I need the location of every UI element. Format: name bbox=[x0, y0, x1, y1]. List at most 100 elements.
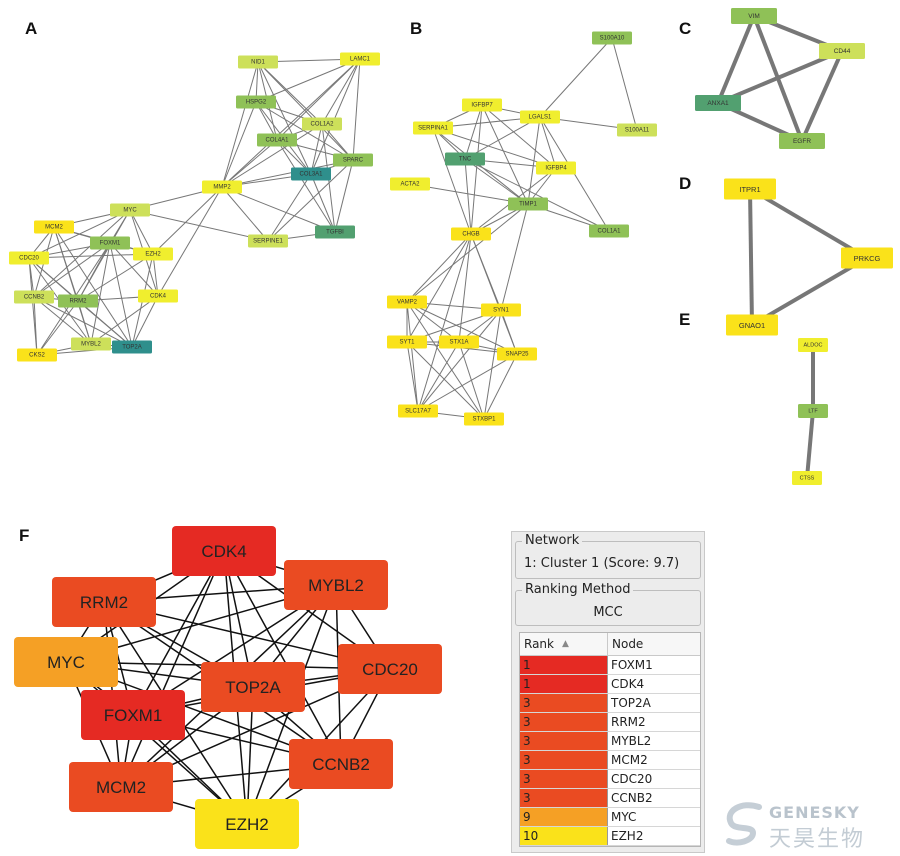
node-box-foxm1 bbox=[81, 690, 185, 740]
node-box-tgfbi bbox=[315, 225, 355, 239]
node-box-serpine1 bbox=[248, 234, 288, 248]
node-syt1: SYT1 bbox=[387, 335, 427, 349]
edge-foxm1-top2a bbox=[109, 242, 133, 348]
node-cell: CDC20 bbox=[608, 770, 700, 788]
node-mmp2: MMP2 bbox=[202, 180, 242, 194]
node-box-col1a1 bbox=[589, 224, 629, 238]
node-box-ezh2 bbox=[133, 247, 173, 261]
node-myc: MYC bbox=[110, 203, 150, 217]
logo-text-en: GENESKY bbox=[769, 803, 860, 822]
node-cell: MCM2 bbox=[608, 751, 700, 769]
node-box-cdc20 bbox=[338, 644, 442, 694]
edge-cdk4-top2a bbox=[131, 295, 159, 348]
node-sparc: SPARC bbox=[333, 153, 373, 167]
node-mcm2: MCM2 bbox=[34, 220, 74, 234]
node-hspg2: HSPG2 bbox=[236, 95, 276, 109]
node-box-igfbp4 bbox=[536, 161, 576, 175]
node-box-aldoc bbox=[798, 338, 828, 352]
node-box-myc bbox=[14, 637, 118, 687]
edge-tnc-col1a1 bbox=[464, 158, 610, 232]
rank-cell: 3 bbox=[520, 789, 608, 807]
node-gnao1: GNAO1 bbox=[726, 314, 778, 336]
node-label-mcm2: MCM2 bbox=[45, 225, 63, 231]
node-col1a2: COL1A2 bbox=[302, 117, 342, 131]
panel-label-b: B bbox=[410, 19, 422, 38]
edge-vamp2-stx1a bbox=[406, 301, 460, 343]
network-f: CDK4RRM2MYBL2MYCTOP2ACDC20FOXM1CCNB2MCM2… bbox=[14, 526, 442, 849]
node-label-foxm1: FOXM1 bbox=[104, 706, 163, 725]
panel-label-d: D bbox=[679, 174, 691, 193]
node-cdk4: CDK4 bbox=[138, 289, 178, 303]
edge-tnc-timp1 bbox=[464, 158, 529, 205]
node-box-mybl2 bbox=[71, 337, 111, 351]
network-c-edges bbox=[716, 14, 844, 143]
node-box-syn1 bbox=[481, 303, 521, 317]
node-cell: EZH2 bbox=[608, 827, 700, 845]
node-box-cks2 bbox=[17, 348, 57, 362]
node-column-header[interactable]: Node bbox=[608, 633, 700, 655]
node-ltf: LTF bbox=[798, 404, 828, 418]
node-label-vamp2: VAMP2 bbox=[397, 300, 418, 306]
node-label-nid1: NID1 bbox=[251, 60, 265, 66]
edge-cdk4-mybl2 bbox=[90, 295, 159, 345]
edge-col4a1-tgfbi bbox=[276, 139, 336, 233]
node-rrm2: RRM2 bbox=[58, 294, 98, 308]
node-aldoc: ALDOC bbox=[798, 338, 828, 352]
node-egfr: EGFR bbox=[779, 133, 825, 149]
node-acta2: ACTA2 bbox=[390, 177, 430, 191]
node-box-top2a bbox=[201, 662, 305, 712]
node-label-lgals1: LGALS1 bbox=[529, 115, 552, 121]
node-box-nid1 bbox=[238, 55, 278, 69]
panel-label-f: F bbox=[19, 526, 29, 545]
logo-text-cn: 天昊生物 bbox=[769, 827, 866, 852]
node-box-ctss bbox=[792, 471, 822, 485]
rank-cell: 9 bbox=[520, 808, 608, 826]
node-mcm2: MCM2 bbox=[69, 762, 173, 812]
node-col3a1: COL3A1 bbox=[291, 167, 331, 181]
node-box-chgb bbox=[451, 227, 491, 241]
rank-column-header[interactable]: Rank ▲ bbox=[520, 633, 608, 655]
edge-ezh2-cdc20 bbox=[28, 253, 154, 259]
edge-cd44-anxa1 bbox=[717, 49, 843, 105]
edge-igfbp7-chgb bbox=[470, 104, 483, 235]
node-box-gnao1 bbox=[726, 314, 778, 336]
node-label-rrm2: RRM2 bbox=[80, 593, 128, 612]
node-box-anxa1 bbox=[695, 95, 741, 111]
node-label-acta2: ACTA2 bbox=[401, 182, 421, 188]
node-mybl2: MYBL2 bbox=[284, 560, 388, 610]
node-anxa1: ANXA1 bbox=[695, 95, 741, 111]
panel-label-e: E bbox=[679, 310, 690, 329]
edge-col4a1-mmp2 bbox=[221, 139, 278, 188]
rank-cell: 3 bbox=[520, 770, 608, 788]
edge-ccnb2-mybl2 bbox=[33, 296, 92, 345]
edge-serpina1-chgb bbox=[432, 127, 472, 235]
node-box-vamp2 bbox=[387, 295, 427, 309]
node-label-ctss: CTSS bbox=[800, 476, 815, 482]
node-label-chgb: CHGB bbox=[462, 232, 479, 238]
node-label-egfr: EGFR bbox=[793, 138, 811, 145]
node-cell: RRM2 bbox=[608, 713, 700, 731]
node-serpina1: SERPINA1 bbox=[413, 121, 453, 135]
node-label-ezh2: EZH2 bbox=[145, 252, 161, 258]
edge-chgb-slc17a7 bbox=[417, 233, 472, 412]
node-label-timp1: TIMP1 bbox=[519, 202, 537, 208]
node-box-mybl2 bbox=[284, 560, 388, 610]
node-label-syt1: SYT1 bbox=[399, 340, 415, 346]
node-slc17a7: SLC17A7 bbox=[398, 404, 438, 418]
edge-s100a10-lgals1 bbox=[539, 37, 613, 118]
node-label-s100a11: S100A11 bbox=[625, 128, 650, 134]
node-box-tnc bbox=[445, 152, 485, 166]
edge-hspg2-sparc bbox=[255, 101, 354, 161]
node-cell: FOXM1 bbox=[608, 656, 700, 674]
